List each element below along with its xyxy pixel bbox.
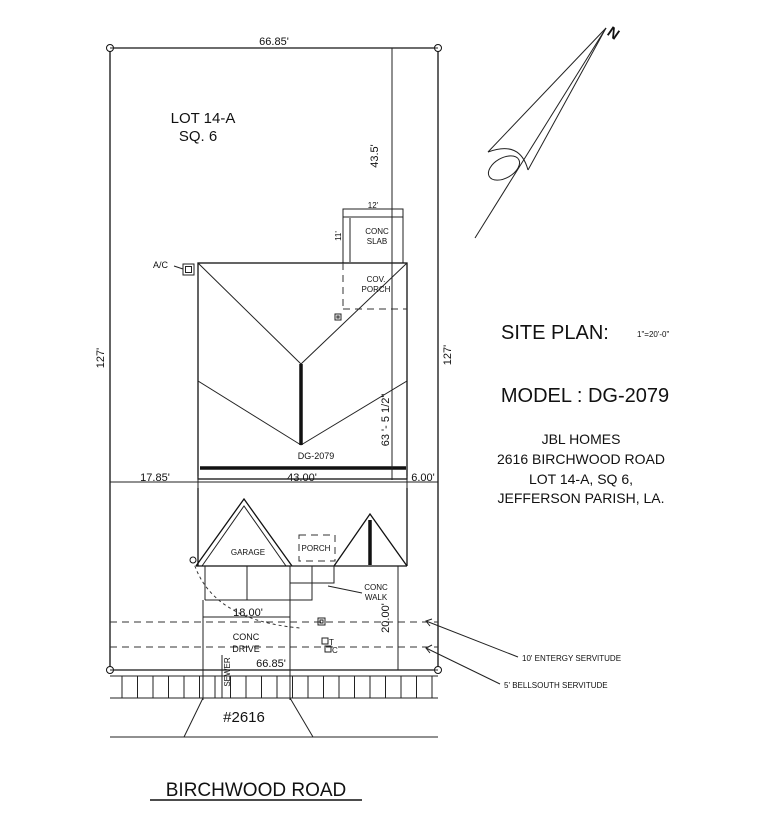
slab-label-1: CONC [365,227,389,236]
slab-depth-label: 11' [334,231,343,241]
walk-label-1: CONC [364,583,388,592]
address-number: #2616 [223,709,265,726]
curb [110,675,438,699]
road-title: BIRCHWOOD ROAD [150,780,362,801]
model-title: MODEL : DG-2079 [501,385,669,407]
bellsouth-servitude-label: 5' BELLSOUTH SERVITUDE [504,681,608,690]
square-label: SQ. 6 [179,128,217,145]
t-label: T [329,638,334,647]
garage-label: GARAGE [231,548,265,557]
c-label: C [332,646,338,655]
porch-label: PORCH [302,544,331,553]
top-width-dimension: 66.85' [110,36,438,49]
walk-label-2: WALK [365,593,388,602]
right-depth-label: 127' [442,345,454,365]
ac-label: A/C [153,260,169,270]
site-plan-scale: 1"=20'-0" [637,330,670,339]
front-setback-dimension: 20.00' [380,566,399,670]
owner-line-3: LOT 14-A, SQ 6, [529,471,633,487]
owner-line-4: JEFFERSON PARISH, LA. [498,490,665,506]
slab-width-label: 12' [368,201,379,210]
top-width-label: 66.85' [259,36,289,48]
right-setback-label: 6.00' [411,472,435,484]
house-footprint: COV. PORCH DG-2079 [197,262,408,480]
lot-label: LOT 14-A [171,110,236,127]
north-label: N [604,23,623,43]
house-depth-dimension: 63 '- 5 1/2" [380,262,393,480]
curb-ticks [121,676,433,698]
rear-setback-dimension: 43.5' [369,48,393,262]
left-depth-label: 127' [95,348,107,368]
rear-setback-label: 43.5' [369,144,381,168]
sewer-label: SEWER [223,657,232,687]
title-block: SITE PLAN: 1"=20'-0" MODEL : DG-2079 JBL… [497,322,670,506]
drive-width-label: 18.00' [233,607,263,619]
left-setback-label: 17.85' [140,472,170,484]
house-width-label: 43.00' [287,472,317,484]
setback-dimension-row: 17.85' 43.00' 6.00' [110,472,438,488]
driveway: 18.00' CONC DRIVE SEWER [202,600,291,700]
site-plan-title: SITE PLAN: [501,322,609,344]
slab-label-2: SLAB [367,237,387,246]
entergy-servitude-label: 10' ENTERGY SERVITUDE [522,654,621,663]
front-structures: GARAGE PORCH CONC WALK [189,488,408,629]
owner-line-2: 2616 BIRCHWOOD ROAD [497,451,665,467]
ac-unit: A/C [153,260,195,276]
drive-label-1: CONC [233,632,260,642]
north-arrow: N [474,23,623,239]
driveway-apron: #2616 [110,697,438,738]
bottom-width-dimension: 66.85' [110,658,438,671]
utility-boxes: T C [317,617,338,655]
cov-porch-label-1: COV. [367,275,386,284]
bottom-width-label: 66.85' [256,658,286,670]
model-tag: DG-2079 [298,451,335,461]
owner-line-1: JBL HOMES [542,431,621,447]
cov-porch-label-2: PORCH [362,285,391,294]
road-name: BIRCHWOOD ROAD [166,780,347,801]
front-setback-label: 20.00' [380,603,392,633]
servitude-lines: 10' ENTERGY SERVITUDE 5' BELLSOUTH SERVI… [110,618,621,690]
house-depth-label: 63 '- 5 1/2" [380,394,392,447]
lot-boundary [106,44,442,674]
concrete-slab: 12' 11' CONC SLAB [334,201,404,264]
drive-label-2: DRIVE [232,644,260,654]
